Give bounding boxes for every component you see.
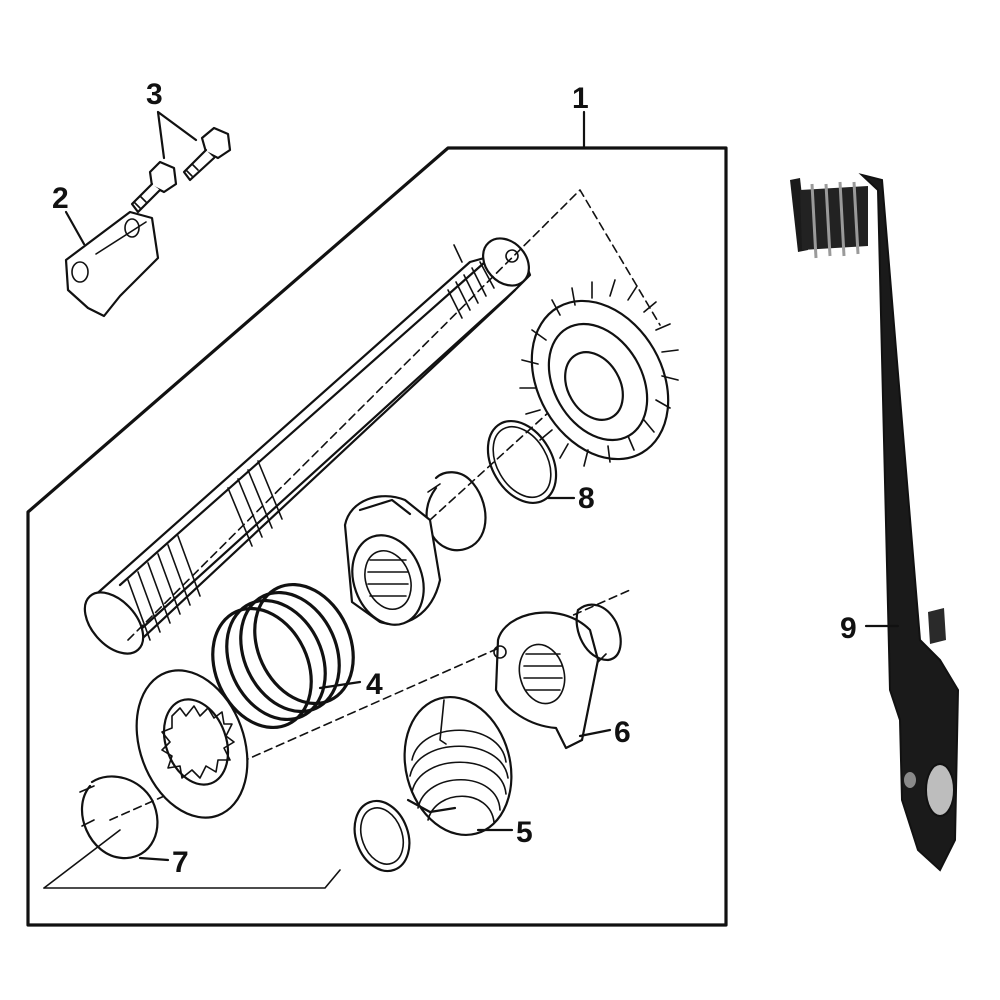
splined-washer	[135, 669, 249, 819]
bolts-3	[130, 126, 232, 214]
spring-guide-6	[493, 611, 600, 750]
spring-4	[211, 582, 355, 730]
kickstart-lever-9	[790, 173, 960, 872]
ratchet	[343, 495, 442, 626]
bracket-2	[64, 210, 160, 318]
circlip-upper	[425, 471, 487, 552]
washer-8	[486, 419, 558, 505]
shaft-splines	[127, 261, 495, 641]
kickstart-gear	[519, 279, 679, 467]
callout-labels: 1 2 3 4 5 6 7 8 9	[52, 78, 857, 879]
callout-8: 8	[578, 482, 595, 515]
callout-3: 3	[146, 78, 163, 111]
callout-2: 2	[52, 182, 69, 215]
leader-lines	[64, 110, 900, 862]
callout-6: 6	[614, 716, 631, 749]
circlip-7	[79, 775, 159, 860]
assembly-frame	[26, 146, 728, 927]
circlip-guide	[575, 603, 622, 663]
washer-small	[353, 799, 411, 873]
callout-4: 4	[366, 668, 383, 701]
callout-7: 7	[172, 846, 189, 879]
kickstart-shaft	[83, 237, 532, 655]
callout-1: 1	[572, 82, 589, 115]
return-spring-5	[403, 695, 513, 837]
callout-5: 5	[516, 816, 533, 849]
callout-9: 9	[840, 612, 857, 645]
